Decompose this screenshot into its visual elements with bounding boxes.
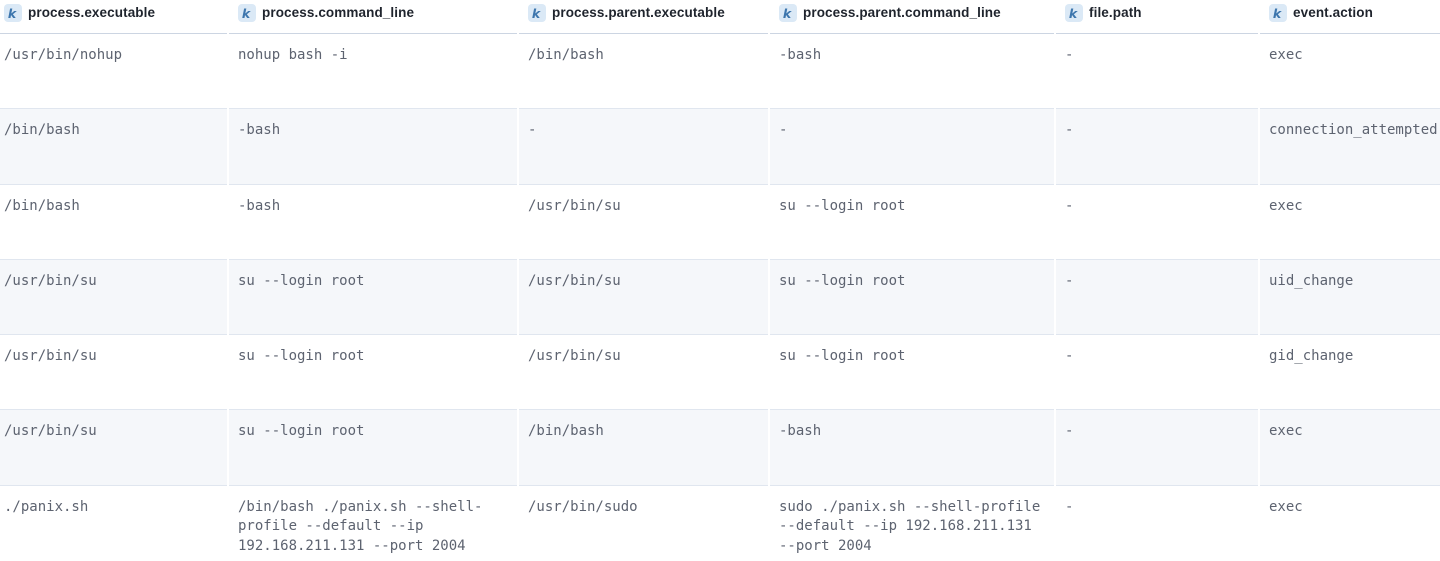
grid-cell[interactable]: /usr/bin/su <box>0 410 227 486</box>
grid-cell[interactable]: -bash <box>229 109 517 185</box>
column-header-label: process.parent.command_line <box>803 5 1001 20</box>
grid-cell[interactable]: /usr/bin/su <box>0 335 227 411</box>
table-row: ./panix.sh /bin/bash ./panix.sh --shell-… <box>0 486 1440 561</box>
grid-cell[interactable]: exec <box>1260 185 1440 260</box>
column-header-label: event.action <box>1293 5 1373 20</box>
grid-cell[interactable]: -bash <box>770 410 1054 486</box>
column-header[interactable]: k process.command_line <box>229 0 517 34</box>
grid-cell[interactable]: connection_attempted <box>1260 109 1440 185</box>
grid-body: /usr/bin/nohup nohup bash -i /bin/bash -… <box>0 34 1440 561</box>
grid-cell[interactable]: -bash <box>770 34 1054 110</box>
grid-cell[interactable]: - <box>770 109 1054 185</box>
grid-cell[interactable]: exec <box>1269 498 1303 515</box>
grid-cell[interactable]: - <box>1056 259 1258 336</box>
grid-cell[interactable]: - <box>1056 185 1258 260</box>
grid-cell[interactable]: su --login root <box>770 335 1054 411</box>
table-row: /bin/bash -bash /usr/bin/su su --login r… <box>0 185 1440 260</box>
grid-cell[interactable]: - <box>1056 335 1258 411</box>
column-header[interactable]: k process.executable <box>0 0 227 34</box>
grid-cell[interactable]: /bin/bash <box>519 410 768 486</box>
keyword-field-icon: k <box>1065 4 1083 22</box>
grid-cell[interactable]: - <box>1056 34 1258 110</box>
table-row: /usr/bin/su su --login root /usr/bin/su … <box>0 259 1440 336</box>
grid-cell[interactable]: su --login root <box>229 335 517 411</box>
keyword-field-icon: k <box>238 4 256 22</box>
grid-cell[interactable]: su --login root <box>770 185 1054 260</box>
grid-cell[interactable]: - <box>1056 410 1258 486</box>
column-header-label: process.executable <box>28 5 156 20</box>
grid-cell[interactable]: /usr/bin/su <box>519 185 768 260</box>
grid-cell[interactable]: gid_change <box>1260 335 1440 411</box>
table-row: /usr/bin/nohup nohup bash -i /bin/bash -… <box>0 34 1440 110</box>
column-header[interactable]: k file.path <box>1056 0 1258 34</box>
keyword-field-icon: k <box>528 4 546 22</box>
table-row: /usr/bin/su su --login root /usr/bin/su … <box>0 335 1440 411</box>
column-header-label: process.parent.executable <box>552 5 725 20</box>
grid-cell[interactable]: su --login root <box>229 410 517 486</box>
grid-cell[interactable]: /usr/bin/su <box>519 259 768 336</box>
grid-header-row: k process.executable k process.command_l… <box>0 0 1440 34</box>
grid-cell[interactable]: /usr/bin/su <box>0 259 227 336</box>
grid-cell[interactable]: -bash <box>229 185 517 260</box>
grid-cell[interactable]: ./panix.sh <box>4 498 89 515</box>
grid-cell[interactable]: /usr/bin/nohup <box>0 34 227 110</box>
grid-cell[interactable]: su --login root <box>770 259 1054 336</box>
grid-cell[interactable]: - <box>1065 498 1074 515</box>
keyword-field-icon: k <box>1269 4 1287 22</box>
column-header-label: process.command_line <box>262 5 415 20</box>
grid-cell[interactable]: sudo ./panix.sh --shell-profile --defaul… <box>779 498 1041 554</box>
keyword-field-icon: k <box>4 4 22 22</box>
column-header[interactable]: k event.action <box>1260 0 1440 34</box>
column-header-label: file.path <box>1089 5 1142 20</box>
grid-cell[interactable]: exec <box>1260 410 1440 486</box>
column-header[interactable]: k process.parent.executable <box>519 0 768 34</box>
grid-cell[interactable]: uid_change <box>1260 259 1440 336</box>
grid-cell[interactable]: /usr/bin/su <box>519 335 768 411</box>
grid-cell[interactable]: /bin/bash <box>0 109 227 185</box>
column-header[interactable]: k process.parent.command_line <box>770 0 1054 34</box>
table-row: /bin/bash -bash - - - connection_attempt… <box>0 109 1440 185</box>
grid-cell[interactable]: nohup bash -i <box>229 34 517 110</box>
keyword-field-icon: k <box>779 4 797 22</box>
table-row: /usr/bin/su su --login root /bin/bash -b… <box>0 410 1440 486</box>
grid-cell[interactable]: - <box>519 109 768 185</box>
grid-cell[interactable]: /bin/bash <box>519 34 768 110</box>
grid-cell[interactable]: /usr/bin/sudo <box>528 498 638 515</box>
grid-cell[interactable]: exec <box>1260 34 1440 110</box>
grid-cell[interactable]: su --login root <box>229 259 517 336</box>
grid-cell[interactable]: /bin/bash <box>0 185 227 260</box>
grid-cell[interactable]: - <box>1056 109 1258 185</box>
grid-cell[interactable]: /bin/bash ./panix.sh --shell-profile --d… <box>238 498 483 554</box>
